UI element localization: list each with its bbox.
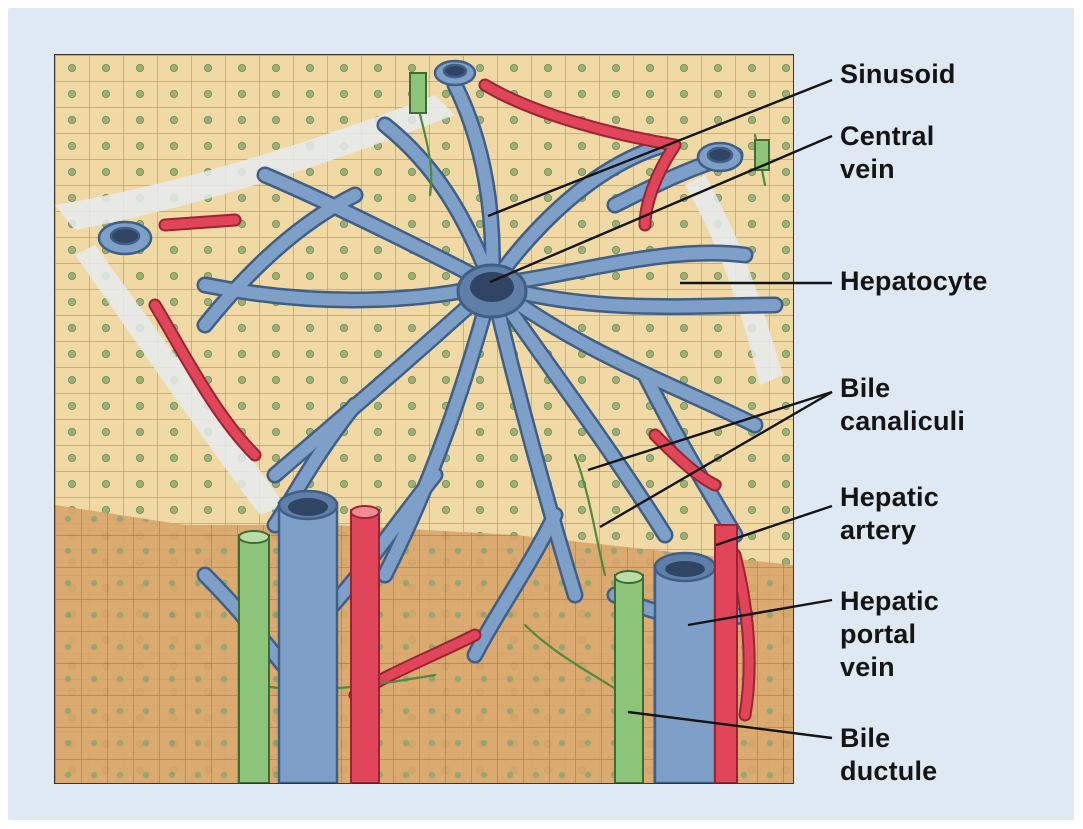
label-line: Sinusoid	[840, 58, 956, 91]
label-line: Hepatic	[840, 481, 939, 514]
liver-lobule-illustration	[54, 54, 794, 784]
label-line: Central	[840, 120, 934, 153]
label-line: Bile	[840, 372, 965, 405]
label-line: artery	[840, 514, 939, 547]
label-line: ductule	[840, 755, 937, 788]
label-hepatocyte: Hepatocyte	[840, 265, 988, 298]
label-line: canaliculi	[840, 405, 965, 438]
label-line: vein	[840, 153, 934, 186]
label-bile-ductule: Bile ductule	[840, 722, 937, 788]
label-line: Hepatic	[840, 585, 939, 618]
label-sinusoid: Sinusoid	[840, 58, 956, 91]
label-line: Bile	[840, 722, 937, 755]
label-line: vein	[840, 651, 939, 684]
label-line: portal	[840, 618, 939, 651]
label-hepatic-artery: Hepatic artery	[840, 481, 939, 547]
label-bile-canaliculi: Bile canaliculi	[840, 372, 965, 438]
label-central-vein: Central vein	[840, 120, 934, 186]
label-hepatic-portal-vein: Hepatic portal vein	[840, 585, 939, 684]
label-line: Hepatocyte	[840, 265, 988, 298]
